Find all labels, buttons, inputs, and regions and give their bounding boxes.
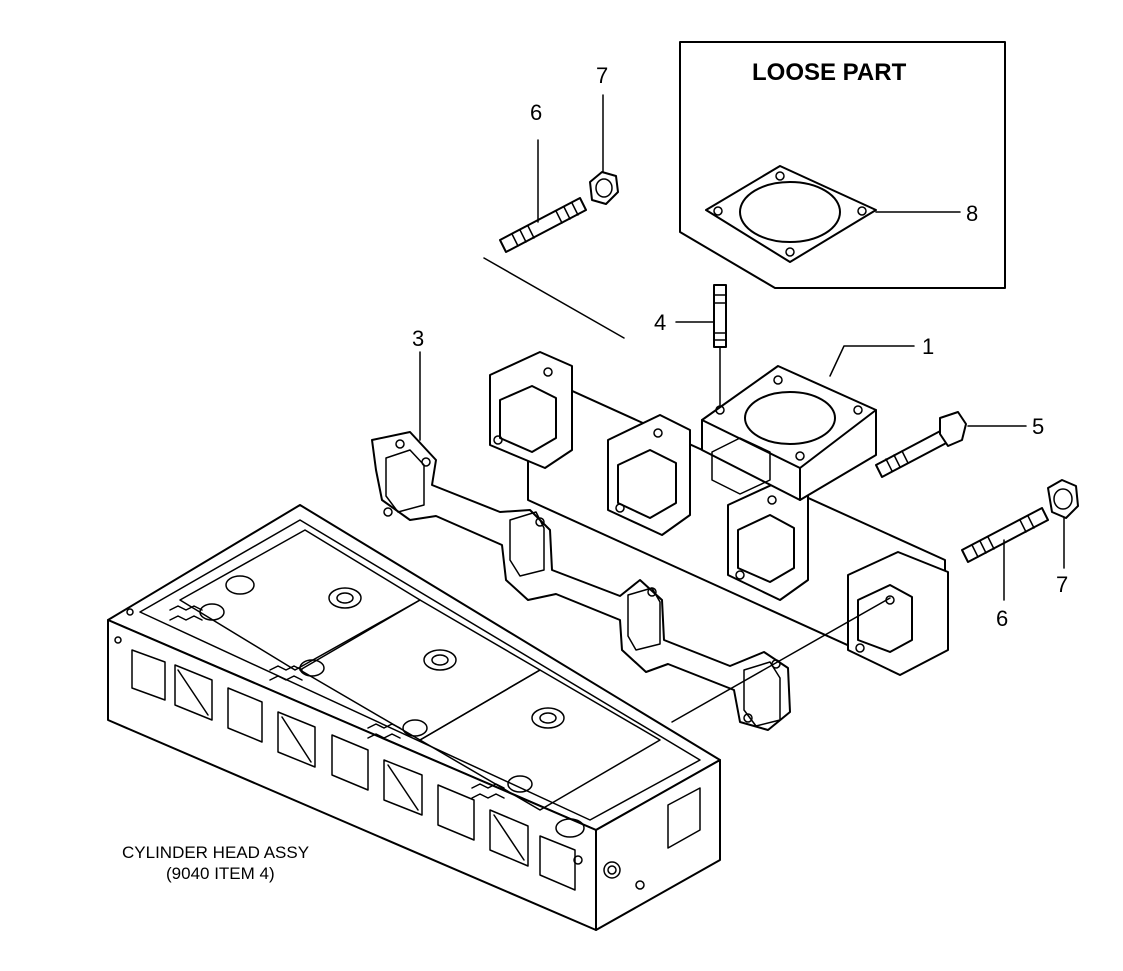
callout-5: 5 [1032, 414, 1044, 439]
hex-nut-part-7-right [1047, 479, 1079, 519]
callout-6-top: 6 [530, 100, 542, 125]
stud-part-4 [713, 284, 727, 348]
loose-part-title: LOOSE PART [752, 59, 907, 86]
cylinder-head-assembly [107, 504, 721, 931]
callout-7-top: 7 [596, 63, 608, 88]
callout-3: 3 [412, 326, 424, 351]
cylinder-head-ports [131, 649, 576, 891]
hex-nut-part-7-top [589, 171, 619, 205]
flange-gasket-part-8 [705, 165, 877, 263]
caption-line-2: (9040 ITEM 4) [166, 864, 275, 883]
callout-6-right: 6 [996, 606, 1008, 631]
loose-part-box: LOOSE PART [679, 41, 1006, 289]
caption-line-1: CYLINDER HEAD ASSY [122, 843, 309, 862]
valve-springs [169, 605, 505, 799]
exhaust-manifold-part-1 [489, 351, 949, 676]
callout-1: 1 [922, 334, 934, 359]
stud-bolt-part-6-top [499, 197, 587, 253]
stud-bolt-part-6-right [961, 507, 1049, 563]
callout-8: 8 [966, 201, 978, 226]
flange-bolt-part-5 [875, 411, 967, 478]
callout-4: 4 [654, 310, 666, 335]
callout-7-right: 7 [1056, 572, 1068, 597]
manifold-gasket-part-3 [371, 431, 791, 731]
